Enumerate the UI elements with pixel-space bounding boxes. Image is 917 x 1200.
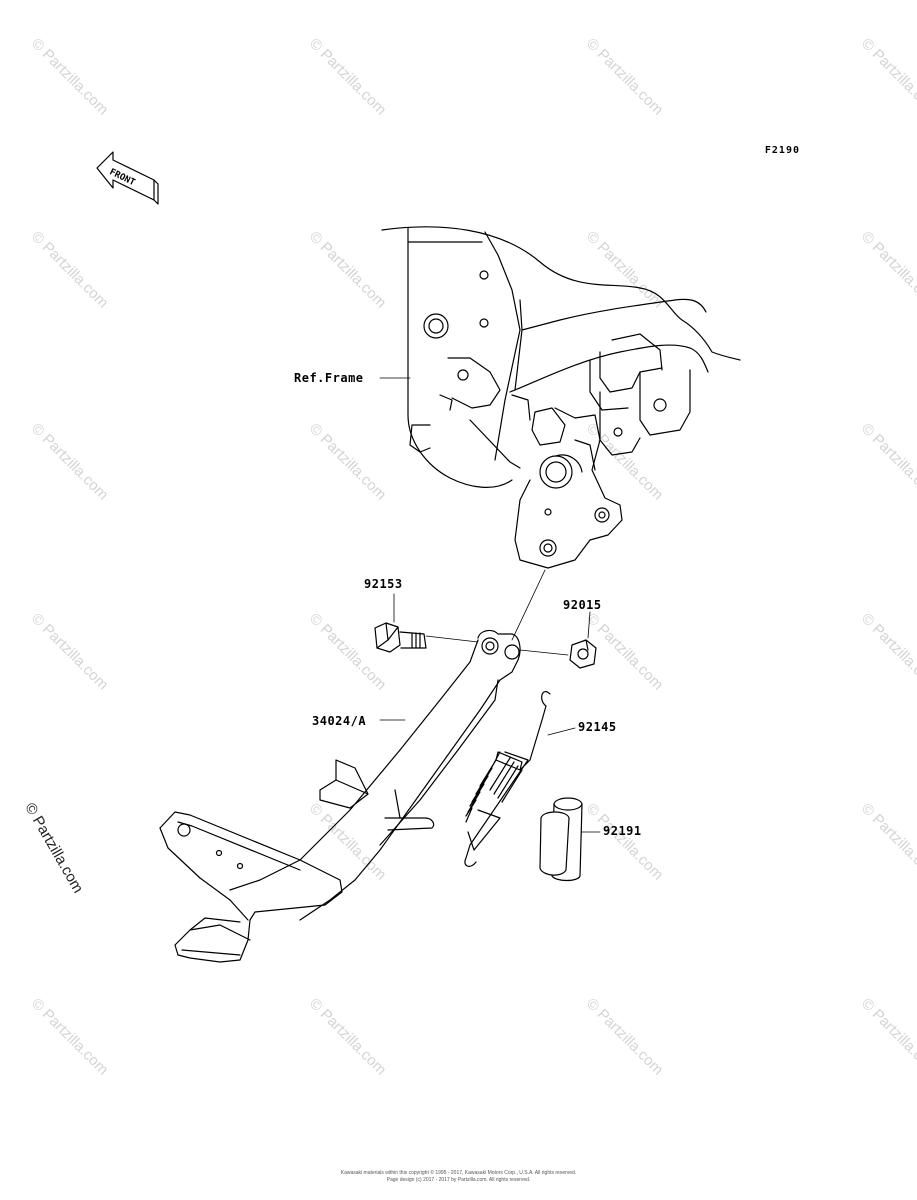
frame: [381, 226, 741, 488]
leader-lines: [379, 377, 601, 833]
figure-code: F2190: [764, 145, 800, 156]
label-34024a: 34024/A: [312, 714, 367, 728]
spring-92145: [464, 691, 551, 867]
copyright-line-1: Kawasaki materials within this copyright…: [340, 1170, 577, 1176]
copyright-footer: Kawasaki materials within this copyright…: [0, 1170, 917, 1184]
copyright-line-2: Page design (c) 2017 - 2017 by Partzilla…: [386, 1177, 531, 1183]
label-ref-frame: Ref.Frame: [294, 371, 364, 385]
label-92145: 92145: [578, 720, 617, 734]
side-stand-34024a: [159, 629, 521, 963]
label-92191: 92191: [603, 824, 642, 838]
bolt-92153: [374, 622, 427, 653]
stand-bracket: [514, 407, 623, 569]
label-92153: 92153: [364, 577, 403, 591]
collar-92191: [539, 797, 583, 882]
label-92015: 92015: [563, 598, 602, 612]
nut-92015: [569, 639, 597, 669]
front-arrow-icon: FRONT: [96, 151, 159, 205]
